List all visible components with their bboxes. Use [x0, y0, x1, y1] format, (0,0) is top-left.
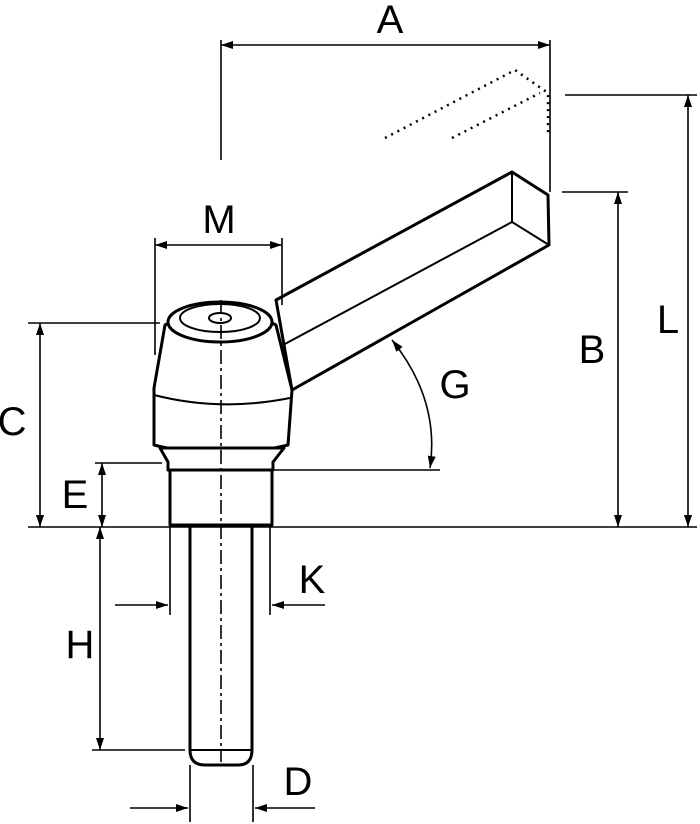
label-l: L [657, 298, 679, 342]
dimension-a: A [220, 0, 551, 192]
label-k: K [299, 558, 326, 602]
lever-arm [274, 170, 551, 392]
label-e: E [62, 473, 89, 517]
label-a: A [377, 0, 404, 42]
hub [152, 300, 294, 455]
label-h: H [66, 623, 95, 667]
dimension-c: C [0, 322, 160, 527]
label-d: D [284, 760, 313, 804]
dimension-b: B [562, 191, 628, 527]
dimension-g: G [272, 339, 471, 471]
dimension-k: K [115, 527, 326, 615]
label-g: G [439, 363, 470, 407]
label-m: M [202, 198, 235, 242]
dimension-h: H [66, 527, 185, 751]
dimension-m: M [154, 198, 283, 355]
collar [158, 446, 286, 527]
dimension-d: D [130, 760, 315, 822]
label-b: B [579, 328, 606, 372]
dimension-e: E [62, 462, 162, 527]
dimension-l: L [565, 94, 697, 527]
lever-alternate-position [384, 68, 550, 140]
label-c: C [0, 400, 26, 444]
